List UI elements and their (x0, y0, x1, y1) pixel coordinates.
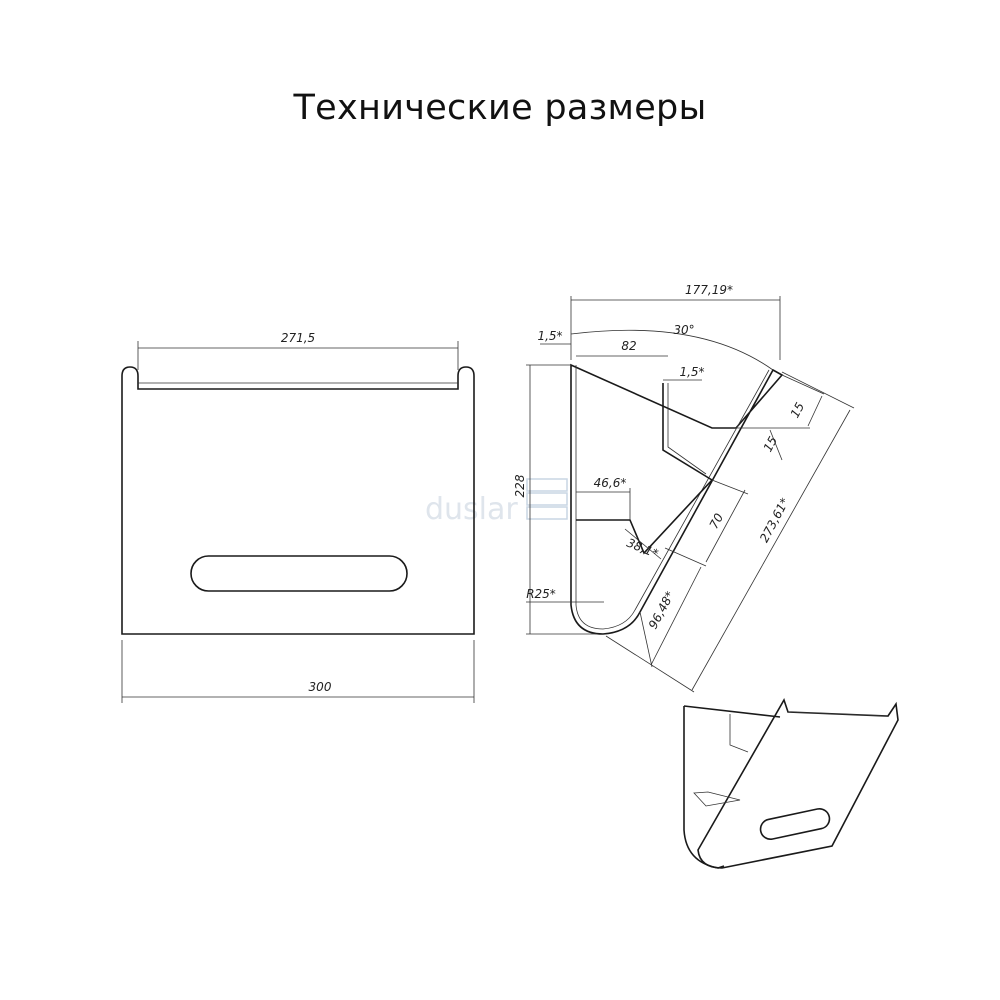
iso-front-top-edge (787, 711, 889, 717)
ext-line (605, 635, 695, 693)
dim-line (691, 409, 851, 691)
side-profile-inner (575, 365, 770, 630)
front-view: 271,5 300 (121, 331, 475, 703)
side-inner-bracket (576, 383, 714, 555)
dim-label: 228 (513, 474, 527, 497)
dim-label: R25* (526, 587, 556, 601)
iso-inner-bracket (729, 714, 749, 753)
iso-back-top (683, 705, 781, 718)
dim-label: 177,19* (685, 283, 733, 297)
dim-label: 82 (621, 339, 636, 353)
watermark-logo-icon (526, 478, 568, 520)
ext-line (639, 611, 653, 668)
front-panel-outline (121, 366, 475, 635)
iso-handle-slot (759, 808, 831, 840)
handle-slot (190, 555, 408, 592)
ext-line (781, 371, 855, 409)
isometric-view (683, 698, 899, 869)
iso-front-panel (697, 698, 899, 869)
dim-label: 46,6* (594, 476, 627, 490)
watermark-text: duslar (425, 492, 518, 527)
dim-label: 70 (707, 511, 727, 531)
dim-label: 273,61* (757, 496, 792, 545)
dim-line (705, 489, 746, 563)
dim-line (624, 528, 662, 560)
dim-line (807, 395, 823, 427)
brand-watermark: duslar (425, 478, 568, 527)
side-inner-bracket-offset (667, 383, 707, 475)
side-view: 177,19* 30° 1,5* 82 1,5* 228 46,6* 38,1*… (513, 283, 855, 693)
iso-inner-shelf (693, 791, 741, 807)
dim-line (650, 566, 702, 666)
dim-label: 15 (788, 400, 808, 420)
dim-label: 38,1* (625, 536, 661, 561)
dim-label: 30° (673, 323, 694, 337)
dim-line (769, 429, 783, 461)
dim-label: 1,5* (679, 365, 704, 379)
dim-width-label: 300 (309, 680, 332, 694)
ext-line (711, 479, 749, 495)
angle-arc (570, 329, 774, 371)
side-profile (570, 363, 784, 635)
dim-label: 96,48* (646, 589, 677, 631)
dim-label: 1,5* (537, 329, 562, 343)
ext-line (664, 547, 707, 567)
iso-back-wall (683, 706, 725, 869)
dim-label: 15 (761, 434, 781, 454)
page-title: Технические размеры (293, 88, 707, 128)
dim-top-label: 271,5 (281, 331, 315, 345)
ext-line (781, 374, 825, 395)
